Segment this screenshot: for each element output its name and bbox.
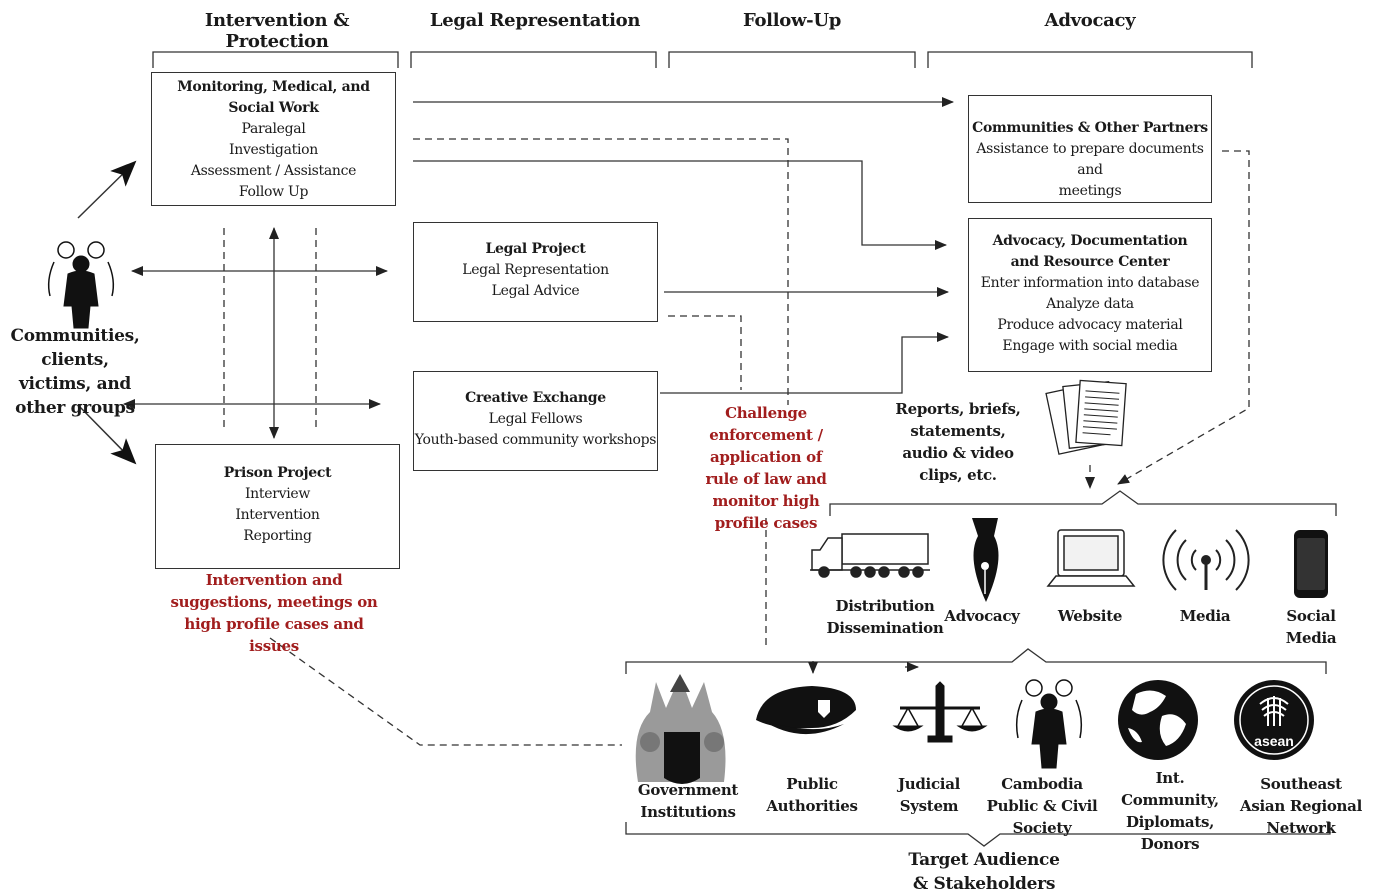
channel-label-distribution: Distribution Dissemination [826,597,944,637]
asean-logo-icon: asean [1234,680,1314,760]
reports-label: Reports, briefs, statements, audio & vid… [895,400,1021,484]
creative-exchange-box: Creative Exchange Legal Fellows Youth-ba… [413,371,658,471]
resource-center-line: Produce advocacy material [997,317,1183,333]
channel-label-social-media: Social Media [1285,607,1337,647]
header-followup: Follow-Up [742,10,842,31]
bracket-legal [410,51,657,68]
civil-society-people-icon [1015,679,1083,769]
bracket-channels [829,490,1337,516]
police-cap-icon [756,686,856,735]
dashed-intervention-gov [269,637,622,746]
audience-label-int-community: Int. Community, Diplomats, Donors [1121,769,1219,853]
legal-project-line: Legal Representation [462,262,609,278]
bracket-advocacy [927,51,1253,68]
prison-project-line: Reporting [243,528,312,544]
legal-project-box: Legal Project Legal Representation Legal… [413,222,658,322]
documents-icon [1045,379,1127,455]
creative-exchange-line: Youth-based community workshops [414,432,657,448]
resource-center-title: Advocacy, Documentation and Resource Cen… [992,233,1188,270]
monitoring-box: Monitoring, Medical, and Social Work Par… [151,72,396,206]
arrow-to-monitoring [77,160,137,219]
people-icon [47,241,115,329]
prison-project-box: Prison Project Interview Intervention Re… [155,444,400,569]
legal-project-title: Legal Project [485,241,586,257]
resource-center-line: Analyze data [1046,296,1134,312]
intervention-note-label: Intervention and suggestions, meetings o… [170,571,378,655]
scales-icon [892,681,988,743]
prison-project-title: Prison Project [223,465,332,481]
audience-label-asean: Southeast Asian Regional Network [1240,775,1362,837]
target-audience-label: Target Audience & Stakeholders [908,850,1060,894]
bracket-followup [668,51,916,68]
arrow-monitoring-center [413,160,947,250]
partners-box: Communities & Other Partners Assistance … [968,95,1212,203]
asean-logo-text: asean [1254,733,1294,749]
partners-title: Communities & Other Partners [972,120,1208,136]
partners-line: Assistance to prepare documents and [976,141,1204,178]
header-advocacy: Advocacy [1044,10,1136,31]
dashed-partners-channels [1117,150,1250,485]
audience-label-government: Government Institutions [637,781,739,821]
government-emblem-icon [635,674,726,784]
communities-label: Communities, clients, victims, and other… [10,326,140,418]
dashed-monitoring-challenge [413,138,789,405]
bracket-audience-top [625,648,1327,674]
prison-project-line: Interview [244,486,311,502]
arrow-to-prison [77,404,137,465]
channel-label-advocacy: Advocacy [944,607,1020,625]
resource-center-box: Advocacy, Documentation and Resource Cen… [968,218,1212,372]
legal-project-line: Legal Advice [491,283,580,299]
creative-exchange-line: Legal Fellows [488,411,583,427]
dashed-legal-challenge [668,315,742,390]
monitoring-line: Paralegal [241,121,306,137]
laptop-icon [1046,529,1136,587]
monitoring-line: Follow Up [238,184,309,200]
challenge-label: Challenge enforcement / application of r… [705,404,827,532]
audience-label-authorities: Public Authorities [766,775,858,815]
channel-label-website: Website [1057,607,1123,625]
monitoring-line: Assessment / Assistance [190,163,357,179]
resource-center-line: Engage with social media [1002,338,1178,354]
header-legal: Legal Representation [429,10,641,31]
bracket-intervention [152,51,399,68]
header-intervention: Intervention & Protection [204,10,350,52]
truck-icon [810,533,930,578]
resource-center-line: Enter information into database [980,275,1200,291]
bracket-audience-bottom [625,822,1331,847]
prison-project-line: Intervention [235,507,320,523]
monitoring-line: Investigation [229,142,318,158]
smartphone-icon [1294,530,1328,598]
broadcast-icon [1162,529,1250,591]
partners-line: meetings [1058,183,1122,199]
creative-exchange-title: Creative Exchange [465,390,606,406]
arrow-creative-center [660,332,949,394]
pen-nib-icon [972,518,999,602]
monitoring-title: Monitoring, Medical, and Social Work [177,79,370,116]
audience-label-civil-society: Cambodia Public & Civil Society [986,775,1098,837]
globe-icon [1118,680,1198,760]
channel-label-media: Media [1179,607,1231,625]
audience-label-judicial: Judicial System [897,775,961,815]
